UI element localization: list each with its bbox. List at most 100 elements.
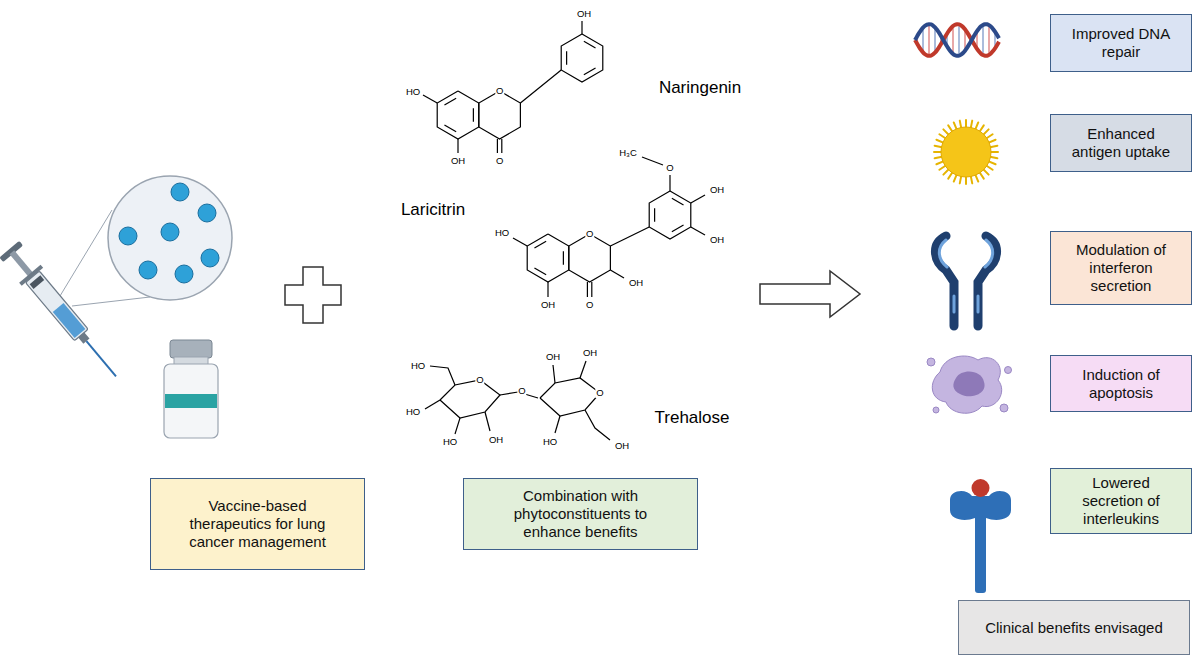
bond xyxy=(501,139,502,153)
concept-box: Combination with phytoconstituents to en… xyxy=(463,478,698,550)
receptor-highlight xyxy=(985,240,993,267)
bond xyxy=(580,361,586,378)
concept-box: Vaccine-based therapeutics for lung canc… xyxy=(150,478,365,570)
double-bond xyxy=(444,98,456,105)
receptor-highlight xyxy=(953,296,956,312)
atom-label: OH xyxy=(709,185,725,195)
vial-body xyxy=(164,364,218,438)
benefit-box: Enhanced antigen uptake xyxy=(1050,114,1192,172)
box-label: Vaccine-based therapeutics for lung canc… xyxy=(173,497,342,551)
cell-body xyxy=(932,356,1001,413)
bond xyxy=(520,70,561,103)
phenyl-ring xyxy=(561,34,603,82)
syringe-barrel xyxy=(26,271,89,341)
atom-label: O xyxy=(585,229,594,239)
bond xyxy=(423,95,437,103)
pyranose-ring xyxy=(540,378,600,416)
atom-label: HO xyxy=(542,437,558,447)
syringe-stopper xyxy=(30,275,45,289)
antigen-body xyxy=(941,127,991,177)
syringe-liquid xyxy=(53,303,86,338)
atom-label: HO xyxy=(494,228,510,238)
bond xyxy=(585,410,610,440)
dna-strand xyxy=(915,24,999,56)
zoom-line xyxy=(72,297,150,306)
dna-rung xyxy=(952,28,954,53)
atom-label: OH xyxy=(709,235,725,245)
atom-label: OH xyxy=(628,278,644,288)
atom-label: O xyxy=(595,388,604,398)
compound-name: Laricitrin xyxy=(401,200,465,220)
compound-name: Trehalose xyxy=(655,408,730,428)
double-bond xyxy=(672,225,684,232)
apoptotic-body xyxy=(1005,367,1012,374)
receptor-highlight xyxy=(977,296,980,312)
bond xyxy=(547,282,548,297)
double-bond xyxy=(444,125,456,132)
atom-label: OH xyxy=(450,156,466,166)
bond xyxy=(669,175,670,191)
receptor-chain xyxy=(978,236,997,326)
syringe-plunger-rod xyxy=(10,250,34,277)
particle xyxy=(171,183,189,201)
bond xyxy=(497,139,498,153)
bond xyxy=(587,282,588,297)
apoptotic-body xyxy=(933,407,939,413)
double-bond xyxy=(672,198,684,205)
bond xyxy=(591,282,592,297)
bond xyxy=(457,139,458,153)
dna-rung xyxy=(982,27,984,54)
atom-label: HO xyxy=(442,437,458,447)
dna-rung xyxy=(928,26,930,54)
double-bond xyxy=(566,51,567,64)
pyranone-ring xyxy=(479,91,521,139)
double-bond xyxy=(534,241,546,248)
phenyl-ring xyxy=(649,191,691,239)
atom-label: O xyxy=(585,300,594,310)
box-label: Clinical benefits envisaged xyxy=(985,619,1163,637)
bond xyxy=(691,195,705,203)
atom-label: OH xyxy=(576,9,592,19)
bond xyxy=(555,416,560,433)
benefit-box: Improved DNA repair xyxy=(1050,14,1192,72)
atom-label: HO xyxy=(405,87,421,97)
box-label: Modulation of interferon secretion xyxy=(1059,241,1183,295)
bond xyxy=(430,366,455,385)
atom-label: OH xyxy=(540,300,556,310)
dna-strand xyxy=(915,24,999,56)
atom-label: HO xyxy=(405,407,421,417)
particle xyxy=(161,223,179,241)
dna-rung xyxy=(988,27,990,53)
bond xyxy=(610,270,624,278)
atom-label: O xyxy=(495,156,504,166)
atom-label: O xyxy=(517,386,526,396)
atom-label: OH xyxy=(614,441,630,451)
bond xyxy=(581,21,582,34)
box-label: Improved DNA repair xyxy=(1061,25,1181,61)
double-bond xyxy=(473,108,474,121)
benefit-box: Lowered secretion of interleukins xyxy=(1050,468,1192,534)
particle xyxy=(119,227,137,245)
benefit-box: Modulation of interferon secretion xyxy=(1050,231,1192,305)
zoom-line xyxy=(60,210,112,296)
double-bond xyxy=(654,208,655,221)
receptor-stem xyxy=(975,515,986,593)
block-arrow xyxy=(760,271,860,317)
box-label: Induction of apoptosis xyxy=(1061,366,1181,402)
particle xyxy=(198,204,216,222)
pyranone-ring xyxy=(569,234,611,282)
vial-label-band xyxy=(165,394,217,408)
interferon-receptor-icon xyxy=(935,236,996,326)
bond xyxy=(553,365,555,383)
apoptotic-body xyxy=(927,358,935,366)
bond xyxy=(642,157,663,165)
plus-sign xyxy=(285,267,341,323)
dna-rung xyxy=(934,29,936,51)
syringe xyxy=(0,240,127,385)
receptor-chain xyxy=(935,236,954,326)
antigen-icon xyxy=(934,120,998,184)
vial-cap xyxy=(170,340,212,358)
box-label: Enhanced antigen uptake xyxy=(1061,125,1181,161)
vaccine-particles xyxy=(119,183,219,283)
double-bond xyxy=(584,68,596,75)
